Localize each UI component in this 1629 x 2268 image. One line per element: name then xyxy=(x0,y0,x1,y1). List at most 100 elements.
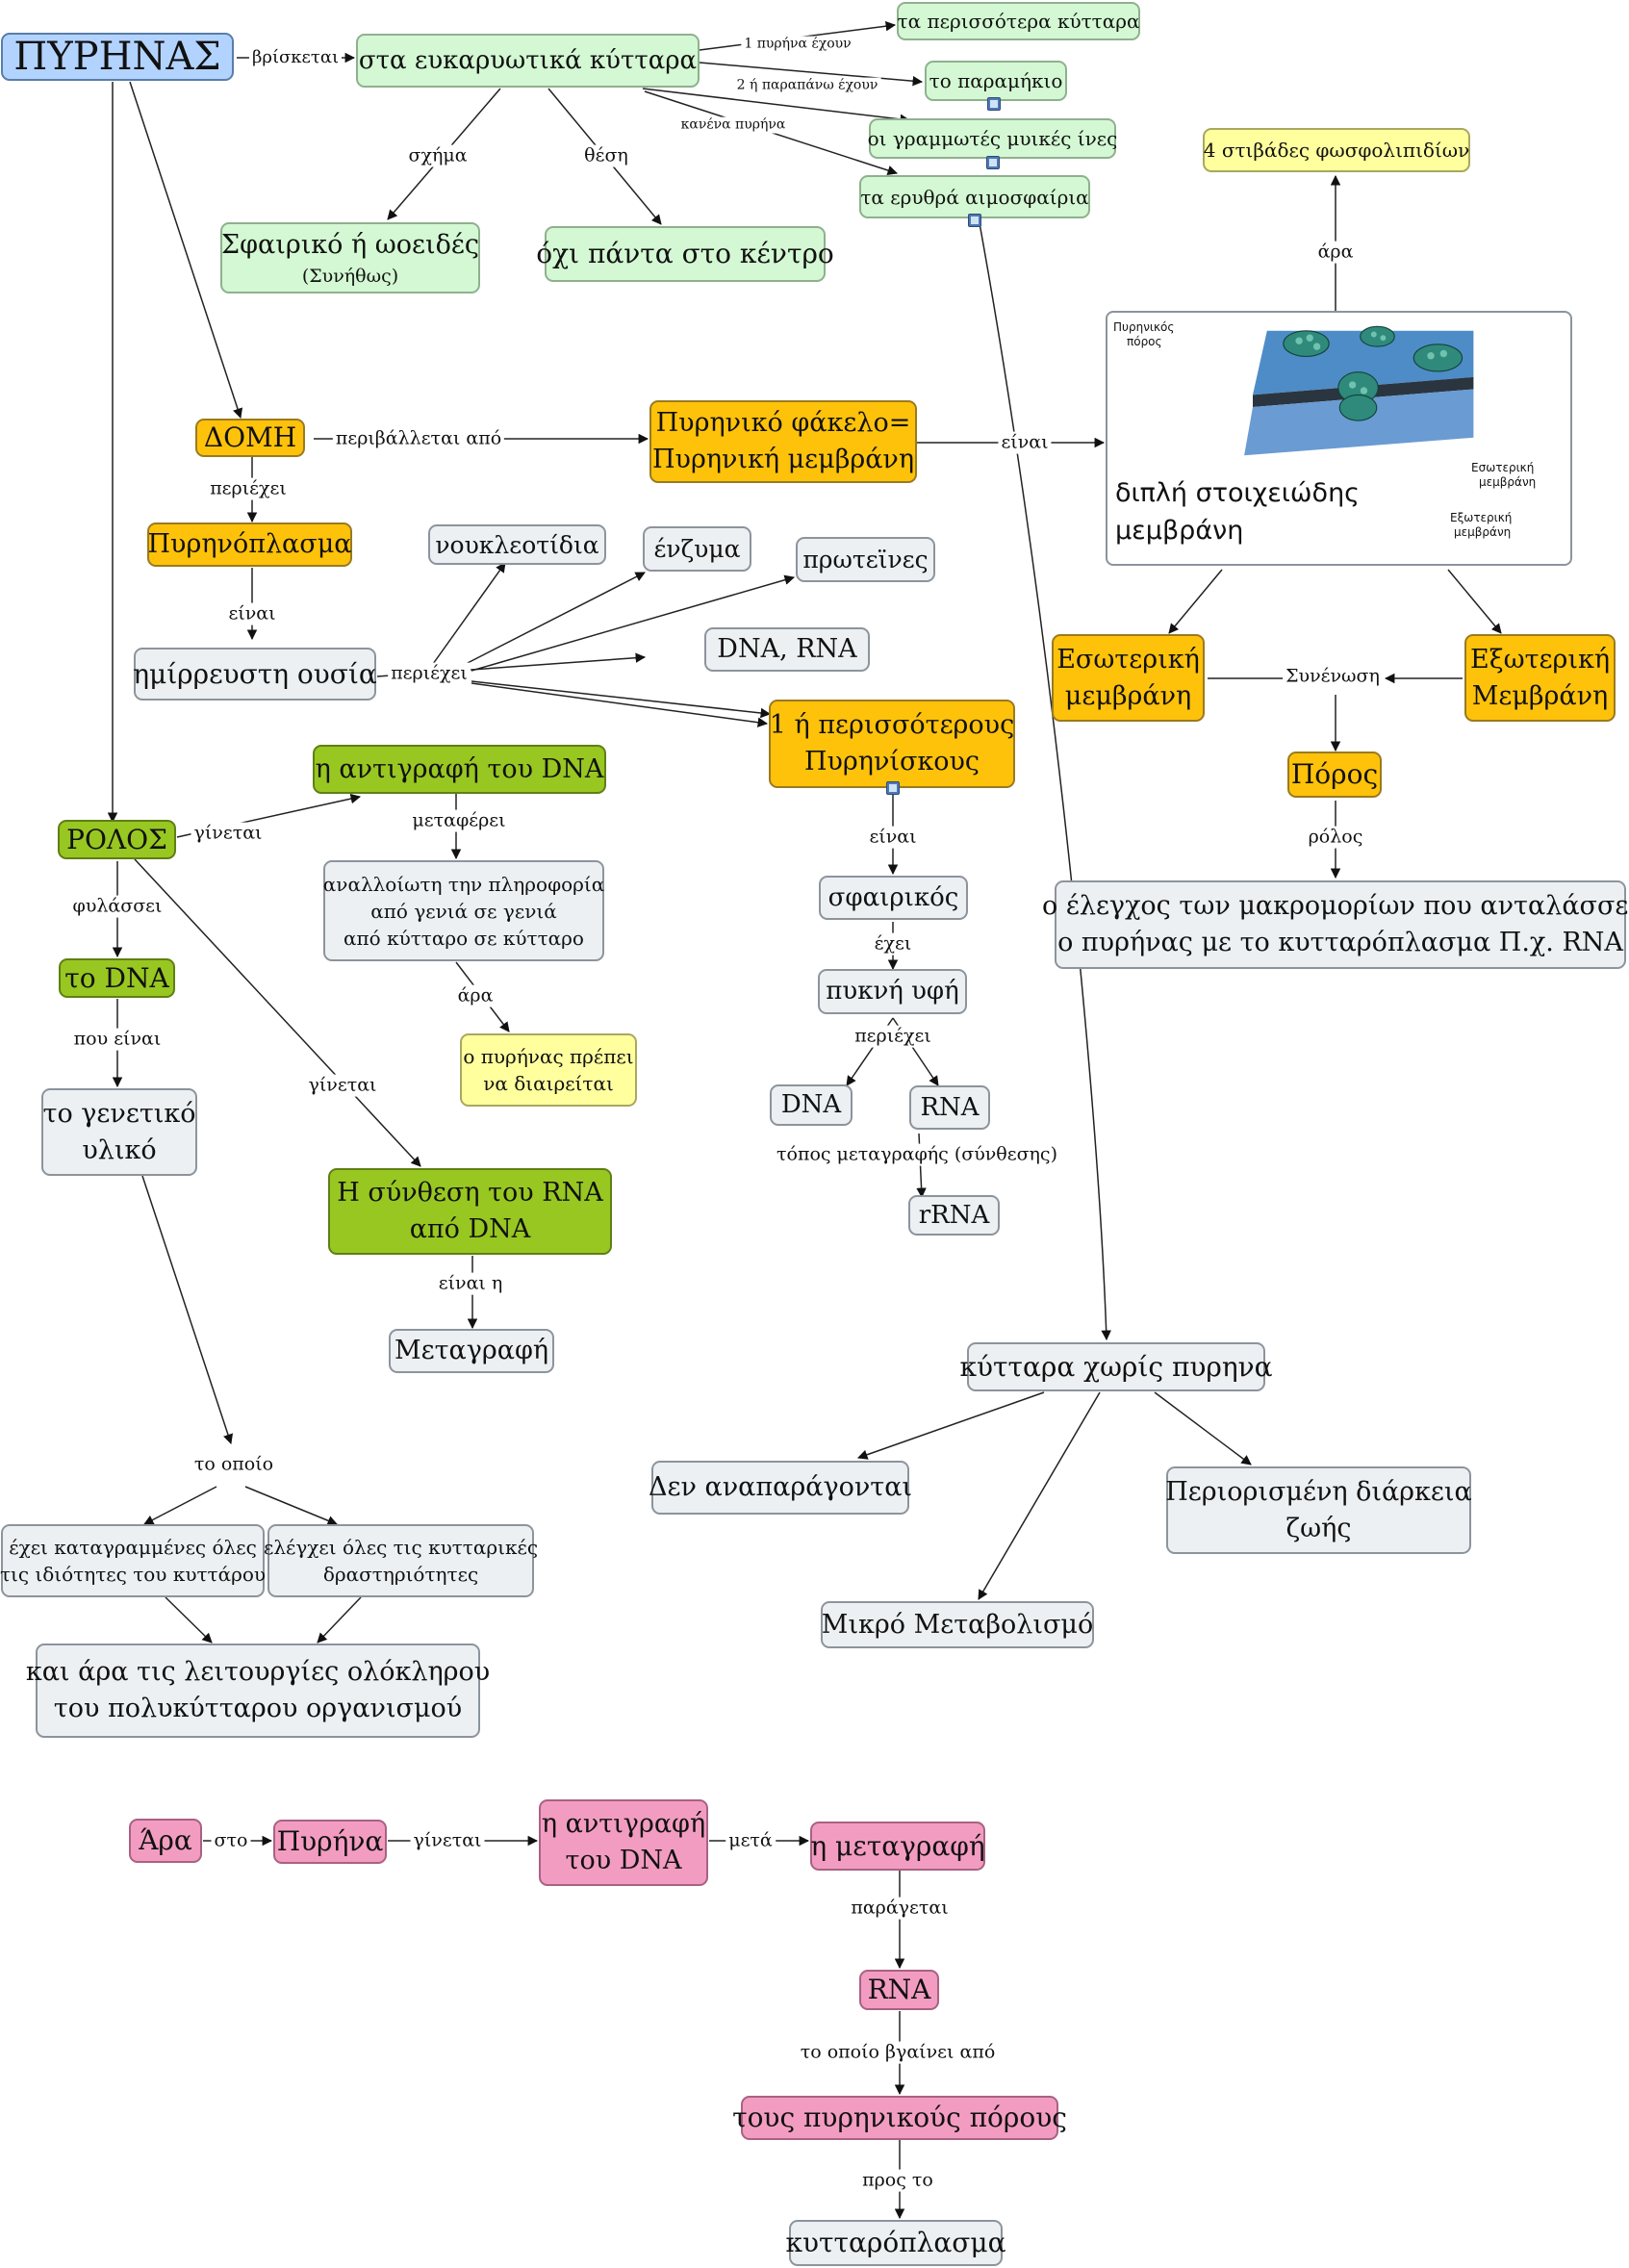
link-carries: μεταφέρει xyxy=(409,809,509,832)
nuclear-pores-node[interactable]: τους πυρηνικούς πόρους xyxy=(732,2096,1067,2140)
therefore-node[interactable]: Άρα xyxy=(129,1819,202,1863)
link-is-the: είναι η xyxy=(435,1272,506,1295)
position-node[interactable]: όχι πάντα στο κέντρο xyxy=(536,226,834,282)
inner-membrane-text-2: μεμβράνη xyxy=(1064,680,1192,711)
inner-caption: Εσωτερική xyxy=(1471,461,1535,474)
enzymes-node[interactable]: ένζυμα xyxy=(643,526,751,572)
link-found-in: βρίσκεται xyxy=(248,47,343,68)
controls-activities-node[interactable]: ελέγχει όλες τις κυτταρικές δραστηριότητ… xyxy=(264,1524,538,1597)
link-no-nucleus: κανένα πυρήνα xyxy=(677,116,789,134)
link-contains-3: περιέχει xyxy=(852,1025,934,1048)
striated-muscle-fibers-node[interactable]: οι γραμμωτές μυικές ίνες xyxy=(868,118,1117,159)
unchanged-text-3: από κύτταρο σε κύτταρο xyxy=(344,926,584,950)
link-to: προς το xyxy=(859,2169,936,2192)
link-exits-from: το οποίο βγαίνει από xyxy=(797,2041,999,2064)
nucleoli-text-2: Πυρηνίσκους xyxy=(803,747,980,777)
link-therefore-top: άρα xyxy=(1314,241,1357,264)
nucleoplasm-node[interactable]: Πυρηνόπλασμα xyxy=(147,522,352,567)
spherical-node[interactable]: σφαιρικός xyxy=(819,876,968,920)
link-happens-1: γίνεται xyxy=(191,822,266,845)
eukaryotic-cells-node[interactable]: στα ευκαρυωτικά κύτταρα xyxy=(356,34,700,88)
dna-node[interactable]: DNA xyxy=(770,1084,853,1126)
link-happens-3: γίνεται xyxy=(410,1829,485,1852)
image-attachment-icon[interactable] xyxy=(986,156,1000,169)
image-attachment-icon[interactable] xyxy=(886,781,900,795)
semiliquid-substance-node[interactable]: ημίρρευστη ουσία xyxy=(133,648,377,701)
organism-functions-text: και άρα τις λειτουργίες ολόκληρου xyxy=(25,1657,491,1688)
replication-summary-text: η αντιγραφή xyxy=(541,1809,706,1840)
double-membrane-text: διπλή στοιχειώδης xyxy=(1115,478,1361,508)
unchanged-information-node[interactable]: αναλλοίωτη την πληροφορία από γενιά σε γ… xyxy=(323,860,604,961)
role-node[interactable]: ΡΟΛΟΣ xyxy=(58,820,176,859)
recorded-properties-node[interactable]: έχει καταγραμμένες όλες τις ιδιότητες το… xyxy=(0,1524,266,1597)
rna-synthesis-text: Η σύνθεση του RNA xyxy=(337,1178,603,1209)
dense-texture-node[interactable]: πυκνή υφή xyxy=(818,969,967,1014)
link-is-1: είναι xyxy=(225,602,279,625)
nucleoli-node[interactable]: 1 ή περισσότερους Πυρηνίσκους xyxy=(769,700,1015,788)
image-attachment-icon[interactable] xyxy=(968,214,981,227)
double-membrane-node[interactable]: Πυρηνικός πόρος Εσωτερική μεμβράνη Εξωτε… xyxy=(1106,311,1572,566)
proteins-node[interactable]: πρωτεϊνες xyxy=(796,537,935,582)
nucleus-summary-node[interactable]: Πυρήνα xyxy=(273,1820,387,1864)
phospholipid-layers-node[interactable]: 4 στιβάδες φωσφολιπιδίων xyxy=(1203,128,1470,172)
limited-lifespan-text-2: ζωής xyxy=(1285,1513,1352,1543)
nucleus-root-node[interactable]: ΠΥΡΗΝΑΣ xyxy=(1,33,234,81)
link-shape: σχήμα xyxy=(405,144,471,167)
rrna-node[interactable]: rRNA xyxy=(908,1195,1000,1236)
pore-role-node[interactable]: ο έλεγχος των μακρομορίων που ανταλάσσει… xyxy=(1042,880,1629,969)
link-contains-1: περιέχει xyxy=(207,477,290,500)
cytoplasm-node[interactable]: κυτταρόπλασμα xyxy=(786,2220,1006,2266)
link-in: στο xyxy=(211,1829,251,1852)
link-one-nucleus: 1 πυρήνα έχουν xyxy=(741,36,854,53)
must-divide-node[interactable]: ο πυρήνας πρέπει να διαιρείται xyxy=(460,1033,637,1107)
genetic-material-node[interactable]: το γενετικό υλικό xyxy=(41,1088,197,1176)
pore-caption: Πυρηνικός xyxy=(1113,320,1175,334)
inner-membrane-node[interactable]: Εσωτερική μεμβράνη xyxy=(1052,634,1205,722)
shape-node[interactable]: Σφαιρικό ή ωοειδές (Συνήθως) xyxy=(220,222,480,293)
no-reproduction-node[interactable]: Δεν αναπαράγονται xyxy=(649,1461,912,1515)
image-attachment-icon[interactable] xyxy=(987,97,1001,111)
outer-membrane-node[interactable]: Εξωτερική Μεμβράνη xyxy=(1464,634,1616,722)
link-guards: φυλάσσει xyxy=(69,895,165,918)
limited-lifespan-node[interactable]: Περιορισμένη διάρκεια ζωής xyxy=(1165,1466,1472,1554)
rna-synthesis-node[interactable]: Η σύνθεση του RNA από DNA xyxy=(328,1168,612,1255)
link-which-is: που είναι xyxy=(70,1028,165,1051)
link-produced: παράγεται xyxy=(848,1897,952,1920)
nucleoli-text: 1 ή περισσότερους xyxy=(769,710,1015,741)
transcription-node[interactable]: Μεταγραφή xyxy=(389,1329,554,1373)
link-is-membrane: είναι xyxy=(998,431,1052,454)
pore-caption-2: πόρος xyxy=(1127,335,1162,348)
pore-node[interactable]: Πόρος xyxy=(1287,752,1382,798)
cells-without-nucleus-node[interactable]: κύτταρα χωρίς πυρηνα xyxy=(959,1342,1273,1391)
red-blood-cells-node[interactable]: τα ερυθρά αιμοσφαίρια xyxy=(859,175,1090,218)
rna-node[interactable]: RNA xyxy=(909,1085,990,1130)
shape-note: (Συνήθως) xyxy=(301,265,399,287)
limited-lifespan-text: Περιορισμένη διάρκεια xyxy=(1165,1476,1472,1507)
shape-text: Σφαιρικό ή ωοειδές xyxy=(221,229,479,260)
outer-membrane-text-2: Μεμβράνη xyxy=(1471,680,1609,711)
the-dna-node[interactable]: το DNA xyxy=(59,958,175,998)
organism-functions-text-2: του πολυκύτταρου οργανισμού xyxy=(53,1694,463,1723)
link-surrounded-by: περιβάλλεται από xyxy=(332,427,505,450)
dna-rna-node[interactable]: DNA, RNA xyxy=(704,627,870,672)
link-which: το οποίο xyxy=(191,1453,277,1476)
outer-caption-2: μεμβράνη xyxy=(1454,525,1512,539)
structure-node[interactable]: ΔΟΜΗ xyxy=(195,419,305,457)
organism-functions-node[interactable]: και άρα τις λειτουργίες ολόκληρου του πο… xyxy=(26,1644,490,1738)
transcription-summary-node[interactable]: η μεταγραφή xyxy=(810,1822,985,1871)
pore-role-text: ο έλεγχος των μακρομορίων που ανταλάσσει xyxy=(1042,891,1629,922)
rna-summary-node[interactable]: RNA xyxy=(859,1970,939,2010)
dna-replication-node[interactable]: η αντιγραφή του DNA xyxy=(313,745,606,794)
most-cells-node[interactable]: τα περισσότερα κύτταρα xyxy=(897,2,1140,40)
link-has: έχει xyxy=(871,932,915,956)
inner-membrane-text: Εσωτερική xyxy=(1056,644,1200,675)
nucleotides-node[interactable]: νουκλεοτίδια xyxy=(428,524,606,565)
pore-role-text-2: ο πυρήνας με το κυτταρόπλασμα Π.χ. RNA xyxy=(1057,928,1623,957)
genetic-material-text: το γενετικό xyxy=(42,1098,196,1129)
replication-summary-node[interactable]: η αντιγραφή του DNA xyxy=(539,1799,708,1886)
double-membrane-text-2: μεμβράνη xyxy=(1115,516,1244,547)
nuclear-envelope-node[interactable]: Πυρηνικό φάκελο= Πυρηνική μεμβράνη xyxy=(649,400,917,483)
paramecium-node[interactable]: το παραμήκιο xyxy=(925,61,1067,101)
small-metabolism-node[interactable]: Μικρό Μεταβολισμό xyxy=(821,1601,1094,1648)
